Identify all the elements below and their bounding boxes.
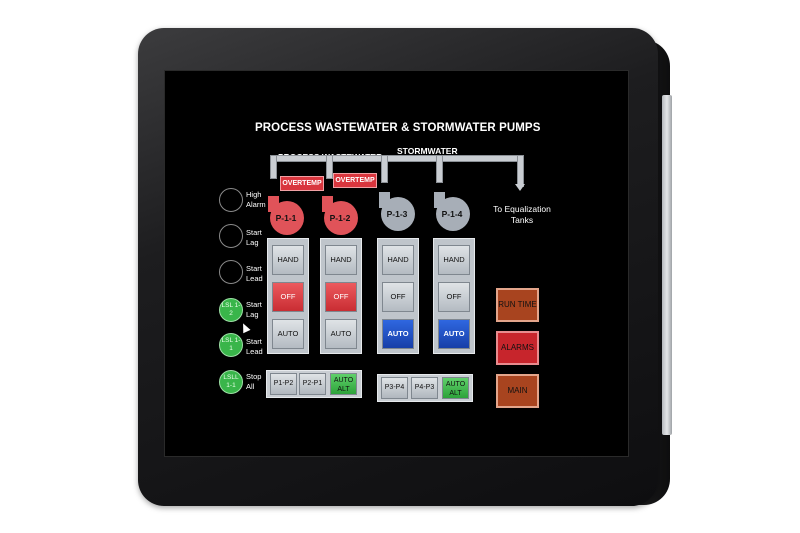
auto-button[interactable]: AUTO	[438, 319, 470, 349]
off-button[interactable]: OFF	[382, 282, 414, 312]
hand-button[interactable]: HAND	[438, 245, 470, 275]
auto-button[interactable]: AUTO	[382, 319, 414, 349]
pump-label: P-1-4	[441, 209, 463, 219]
indicator-lsl-1-1: LSL 1-1	[219, 333, 243, 357]
indicator-lsl-1-2: LSL 1-2	[219, 298, 243, 322]
alarms-button[interactable]: ALARMS	[496, 331, 539, 365]
pump-label: P-1-2	[329, 213, 351, 223]
alt-p2-p1-button[interactable]: P2-P1	[299, 373, 326, 395]
off-button[interactable]: OFF	[272, 282, 304, 312]
pipe-drop-1	[270, 155, 277, 179]
auto-alt-button[interactable]: AUTO ALT	[442, 377, 469, 399]
control-panel-p-1-4: HAND OFF AUTO	[433, 238, 475, 354]
pump-p-1-1[interactable]: P-1-1	[266, 196, 310, 238]
off-button[interactable]: OFF	[325, 282, 357, 312]
indicator-label: Start Lag	[246, 300, 262, 319]
pipe-drop-outlet	[517, 155, 524, 187]
auto-button[interactable]: AUTO	[272, 319, 304, 349]
indicator-high-alarm	[219, 188, 243, 212]
indicator-start-lead	[219, 260, 243, 284]
control-panel-p-1-3: HAND OFF AUTO	[377, 238, 419, 354]
pump-p-1-2[interactable]: P-1-2	[320, 196, 364, 238]
pump-label: P-1-3	[386, 209, 408, 219]
pump-label: P-1-1	[275, 213, 297, 223]
header-pipe	[270, 155, 524, 162]
run-time-button[interactable]: RUN TIME	[496, 288, 539, 322]
page-title: PROCESS WASTEWATER & STORMWATER PUMPS	[255, 122, 541, 134]
hand-button[interactable]: HAND	[382, 245, 414, 275]
auto-alt-button[interactable]: AUTO ALT	[330, 373, 357, 395]
section-storm-label: STORMWATER	[397, 146, 458, 156]
equalization-label: To Equalization Tanks	[493, 204, 551, 225]
alternation-group-1: P1-P2 P2-P1 AUTO ALT	[266, 370, 362, 398]
indicator-lsll-1-1: LSLL 1-1	[219, 370, 243, 394]
pump-icon	[379, 192, 415, 231]
monitor-side-strip	[662, 95, 672, 435]
alternation-group-2: P3-P4 P4-P3 AUTO ALT	[377, 374, 473, 402]
alt-p4-p3-button[interactable]: P4-P3	[411, 377, 438, 399]
pump-icon	[268, 196, 304, 235]
indicator-label: Start Lag	[246, 228, 262, 247]
overtemp-badge-1: OVERTEMP	[280, 176, 324, 191]
indicator-label: Start Lead	[246, 337, 263, 356]
indicator-label: Stop All	[246, 372, 262, 391]
indicator-label: Start Lead	[246, 264, 263, 283]
pump-p-1-4[interactable]: P-1-4	[432, 192, 476, 234]
indicator-start-lag	[219, 224, 243, 248]
control-panel-p-1-2: HAND OFF AUTO	[320, 238, 362, 354]
hand-button[interactable]: HAND	[272, 245, 304, 275]
indicator-label: High Alarm	[246, 190, 266, 209]
pipe-drop-2	[326, 155, 333, 179]
control-panel-p-1-1: HAND OFF AUTO	[267, 238, 309, 354]
pump-p-1-3[interactable]: P-1-3	[377, 192, 421, 234]
main-button[interactable]: MAIN	[496, 374, 539, 408]
overtemp-badge-2: OVERTEMP	[333, 173, 377, 188]
auto-button[interactable]: AUTO	[325, 319, 357, 349]
outlet-arrow-icon	[515, 184, 525, 191]
pipe-drop-4	[436, 155, 443, 183]
hand-button[interactable]: HAND	[325, 245, 357, 275]
off-button[interactable]: OFF	[438, 282, 470, 312]
alt-p1-p2-button[interactable]: P1-P2	[270, 373, 297, 395]
pipe-drop-3	[381, 155, 388, 183]
alt-p3-p4-button[interactable]: P3-P4	[381, 377, 408, 399]
pump-icon	[322, 196, 358, 235]
pump-icon	[434, 192, 470, 231]
